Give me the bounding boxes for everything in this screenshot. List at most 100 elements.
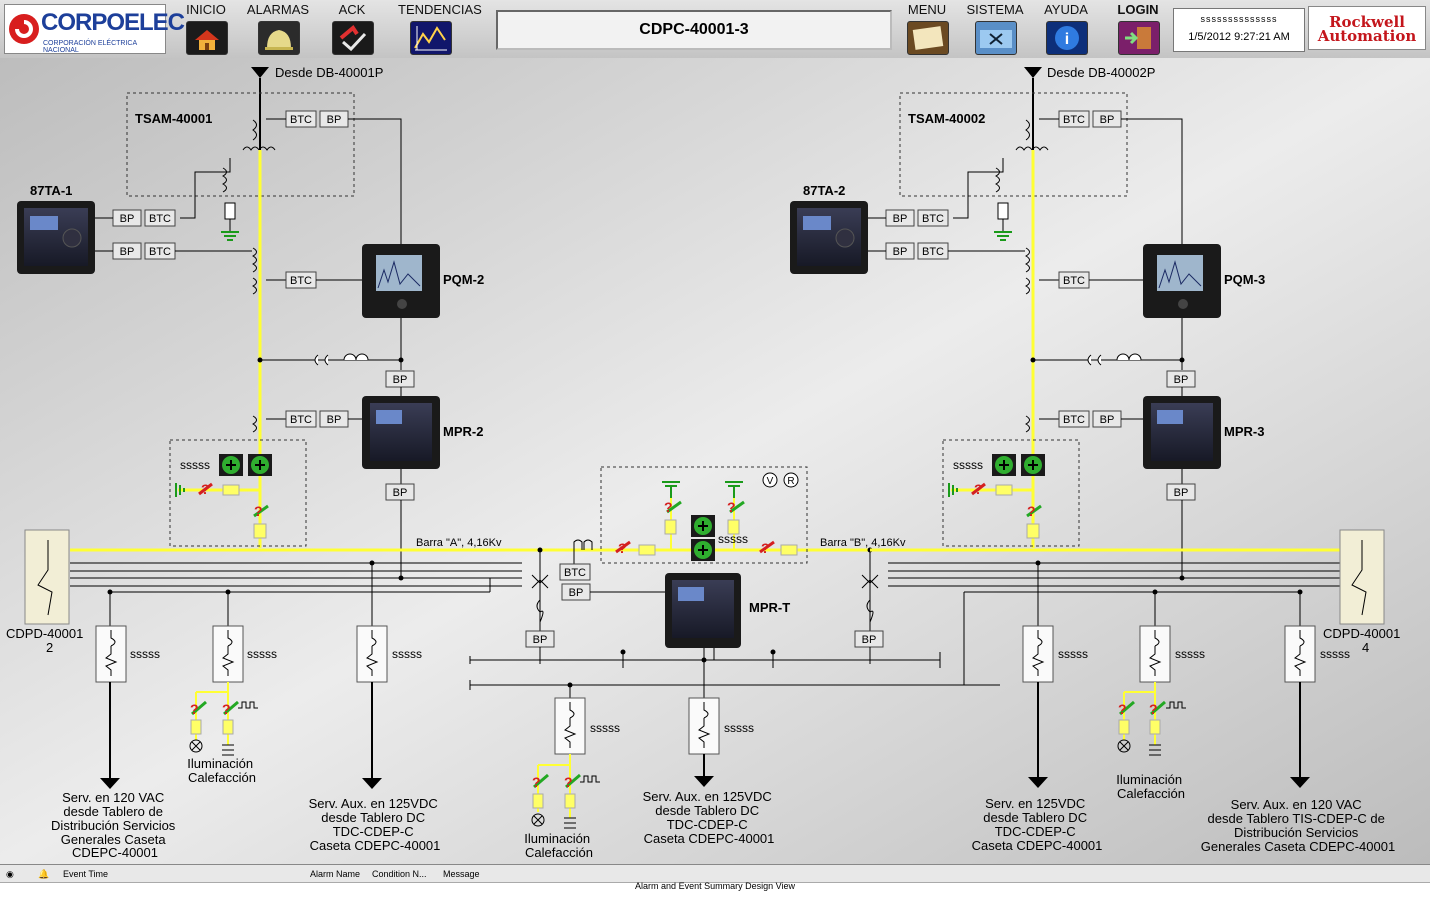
mpr3-bp-tag-top[interactable]: [1166, 370, 1196, 388]
ta1-btc-tag-1[interactable]: [144, 209, 176, 227]
left-tsam-label: TSAM-40001: [135, 111, 212, 126]
left-main-breaker-icon[interactable]: [253, 504, 269, 518]
voltage-indicator-icon[interactable]: [762, 472, 778, 488]
right-bp-tag-text: BP: [1100, 114, 1115, 126]
feeder-2-breaker-a-icon[interactable]: [191, 700, 207, 716]
right-breaker-ground-icon: [948, 483, 958, 497]
feeder-4-breaker-b-icon[interactable]: [565, 773, 581, 789]
left-breaker-group: [169, 439, 307, 547]
right-earth-switch-icon[interactable]: [971, 482, 986, 496]
right-panel-cdpd-4[interactable]: [1339, 529, 1385, 625]
feeder-5-switch[interactable]: [688, 697, 720, 755]
col-event-time[interactable]: Event Time: [63, 869, 109, 879]
tie-switch-right-icon[interactable]: [759, 540, 775, 554]
tie-switch-left-icon[interactable]: [615, 540, 631, 554]
svg-text:?: ?: [254, 503, 263, 519]
nav-menu-button[interactable]: MENU: [895, 2, 959, 56]
feeder-1-caption: Serv. en 120 VAC desde Tablero de Distri…: [51, 790, 179, 860]
feeder-6-arrow-icon: [1028, 777, 1048, 788]
pqm3-meter-device[interactable]: [1143, 244, 1221, 318]
feeder-7-breaker-a-icon[interactable]: [1119, 700, 1135, 716]
feeder-3-switch[interactable]: [356, 625, 388, 683]
feeder-1-arrow-icon: [100, 778, 120, 789]
right-close-button-2[interactable]: [1021, 454, 1045, 476]
current-datetime: 1/5/2012 9:27:21 AM: [1188, 31, 1290, 43]
feeder-5-status: sssss: [724, 721, 754, 735]
nav-ack-button[interactable]: ACK: [320, 2, 384, 56]
alarm-filter-icon[interactable]: ◉: [6, 869, 14, 879]
mpr3-bp-tag-bottom[interactable]: [1166, 483, 1196, 501]
nav-alarmas-button[interactable]: ALARMAS: [246, 2, 310, 56]
feeder-7-breaker-b-icon[interactable]: [1150, 700, 1166, 716]
pqm2-btc-tag-text: BTC: [290, 275, 312, 287]
left-close-button-2[interactable]: [248, 454, 272, 476]
feeder-2-breaker-b-icon[interactable]: [223, 700, 239, 716]
feeder-1-switch[interactable]: [95, 625, 127, 683]
pqm2-meter-device[interactable]: [362, 244, 440, 318]
nav-sistema-button[interactable]: SISTEMA: [963, 2, 1027, 56]
nav-ayuda-button[interactable]: AYUDA i: [1034, 2, 1098, 56]
col-alarm-name[interactable]: Alarm Name: [310, 869, 361, 879]
one-line-diagram: Desde DB-40001P TSAM-40001 BTC BP 87TA-1…: [0, 58, 1430, 864]
remote-indicator-icon[interactable]: [783, 472, 799, 488]
alarm-bell-icon[interactable]: 🔔: [38, 869, 50, 879]
feeder-5-caption: Serv. Aux. en 125VDC desde Tablero DC TD…: [643, 789, 776, 846]
nav-inicio-button[interactable]: INICIO: [174, 2, 238, 56]
remote-indicator-text: R: [787, 476, 794, 487]
mpr2-btc-tag[interactable]: [285, 410, 317, 428]
tie-ground-icon-2: [725, 481, 743, 498]
svg-text:?: ?: [1118, 701, 1127, 717]
feeder-2-heater-icon: [238, 701, 258, 709]
svg-text:?: ?: [564, 774, 573, 790]
right-main-breaker-icon[interactable]: [1026, 504, 1042, 518]
left-tie-pt-icon: [531, 574, 549, 623]
mpr3-relay-device[interactable]: [1143, 396, 1221, 469]
feeder-2-switch[interactable]: [212, 625, 244, 683]
nav-tendencias-button[interactable]: TENDENCIAS: [398, 2, 482, 56]
feeder-8-caption: Serv. Aux. en 120 VAC desde Tablero TIS-…: [1201, 797, 1395, 854]
left-panel-cdpd-2[interactable]: [24, 529, 70, 625]
right-incoming-section: Desde DB-40002P TSAM-40002 BTC BP 87TA-2…: [790, 65, 1265, 578]
screen-title: CDPC-40001-3: [496, 10, 892, 50]
left-source-arrow-icon: [251, 67, 269, 78]
col-condition[interactable]: Condition N...: [372, 869, 427, 879]
left-breaker-ground-icon: [175, 483, 185, 497]
alarm-summary-panel[interactable]: ◉ 🔔 Event Time Alarm Name Condition N...…: [0, 864, 1430, 924]
mpr2-bp-tag-top[interactable]: [385, 370, 415, 388]
alarm-design-view-text: Alarm and Event Summary Design View: [635, 881, 795, 891]
mpr2-bp-tag-bottom[interactable]: [385, 483, 415, 501]
right-close-button-1[interactable]: [992, 454, 1016, 476]
ta2-btc-tag-2-text: BTC: [922, 246, 944, 258]
feeder-8-switch[interactable]: [1284, 625, 1316, 683]
mpr3-bp-tag-side-text: BP: [1100, 414, 1115, 426]
ta2-bp-tag-2-text: BP: [893, 246, 908, 258]
ta2-relay-device[interactable]: [790, 201, 868, 274]
mprt-relay-device[interactable]: [665, 573, 741, 648]
ta1-label: 87TA-1: [30, 183, 72, 198]
right-tie-pt-icon: [861, 574, 879, 623]
mpr3-btc-tag[interactable]: [1058, 410, 1090, 428]
menu-icon: [907, 21, 949, 55]
mprt-btc-tag[interactable]: [559, 563, 591, 581]
feeder-7-switch[interactable]: [1139, 625, 1171, 683]
right-tie-bp-tag[interactable]: [854, 630, 884, 648]
left-earth-switch-icon[interactable]: [198, 482, 213, 496]
right-ground-icon: [994, 231, 1012, 241]
ta2-label: 87TA-2: [803, 183, 845, 198]
col-message[interactable]: Message: [443, 869, 480, 879]
feeder-4-breaker-a-icon[interactable]: [533, 773, 549, 789]
ack-check-icon: [332, 21, 374, 55]
alarm-table-header: ◉ 🔔 Event Time Alarm Name Condition N...…: [0, 865, 1430, 883]
feeder-4-switch[interactable]: [554, 697, 586, 755]
left-close-button-1[interactable]: [219, 454, 243, 476]
nav-tendencias-label: TENDENCIAS: [398, 2, 482, 17]
feeder-6-switch[interactable]: [1022, 625, 1054, 683]
nav-login-button[interactable]: LOGIN: [1106, 2, 1170, 56]
tie-close-button-1[interactable]: [691, 515, 715, 537]
svg-text:?: ?: [727, 499, 736, 515]
ta1-relay-device[interactable]: [17, 201, 95, 274]
mpr2-relay-device[interactable]: [362, 396, 440, 469]
ta2-btc-tag-1[interactable]: [917, 209, 949, 227]
tie-close-button-2[interactable]: [691, 539, 715, 561]
svg-text:?: ?: [1027, 503, 1036, 519]
